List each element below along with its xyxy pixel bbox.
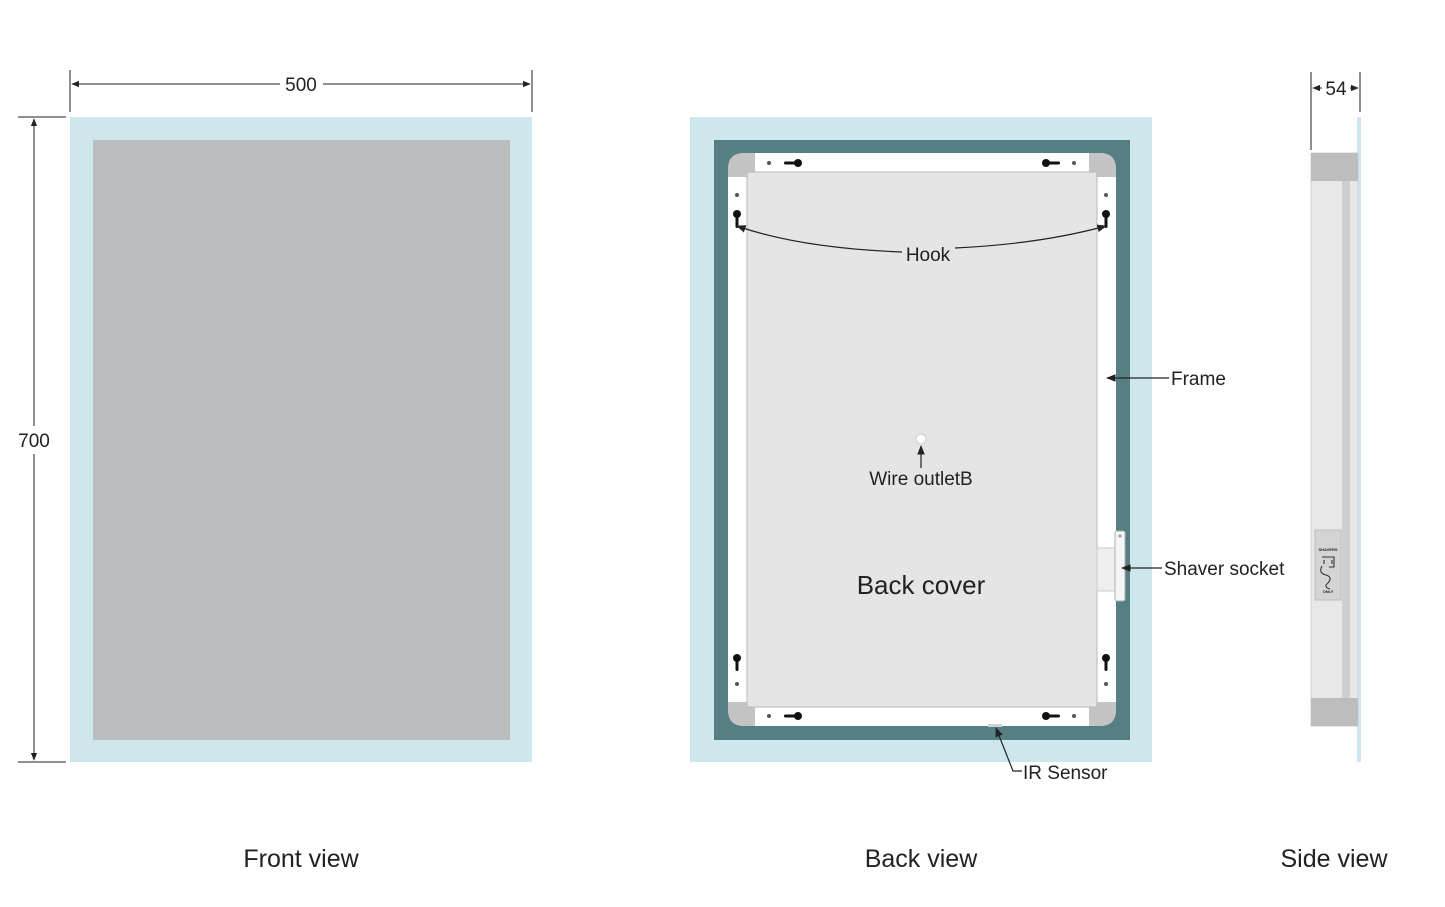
wire-outlet-label: Wire outletB (869, 469, 972, 490)
back-cover-label: Back cover (857, 570, 986, 600)
front-view: 500 700 Front view (18, 70, 533, 873)
height-value: 700 (18, 431, 50, 452)
width-dimension: 500 (69, 70, 533, 112)
side-body (1310, 152, 1359, 727)
hook-slot-top-left (784, 159, 802, 167)
hook-label: Hook (906, 245, 951, 266)
ir-sensor-label: IR Sensor (1023, 763, 1108, 784)
height-dimension: 700 (18, 116, 66, 763)
shaver-socket-body (1096, 547, 1116, 592)
wire-outlet-callout: Wire outletB (869, 433, 973, 490)
frame-label: Frame (1171, 369, 1226, 390)
side-view: SHAVERS ONLY 54 Side view (1281, 72, 1389, 873)
side-frame-edge (1342, 153, 1350, 726)
front-mirror-glass (93, 140, 510, 740)
shaver-socket-plate (1114, 530, 1126, 602)
hook-slot-left-upper (733, 210, 741, 228)
front-view-caption: Front view (243, 845, 359, 873)
socket-marking-top: SHAVERS (1318, 547, 1337, 552)
hook-slot-bottom-right (1042, 712, 1060, 720)
back-view: Hook Frame Wire outletB Back cover Shave… (690, 117, 1285, 873)
hook-slot-left-lower (733, 654, 741, 671)
depth-value: 54 (1325, 79, 1347, 100)
keyhole-hooks (733, 159, 1110, 720)
hook-slot-bottom-left (784, 712, 802, 720)
wire-outlet-hole (915, 433, 927, 445)
side-top-bracket (1311, 153, 1358, 181)
socket-marking-bottom: ONLY (1323, 589, 1334, 594)
socket-plug-icon (1320, 556, 1335, 590)
corner-brackets (728, 153, 1116, 726)
width-value: 500 (285, 75, 317, 96)
ir-sensor-window (988, 724, 1002, 727)
hook-slot-top-right (1042, 159, 1060, 167)
hook-slot-right-upper (1102, 210, 1110, 228)
side-led-strip (1357, 117, 1361, 762)
side-bottom-bracket (1311, 698, 1358, 726)
hook-callout: Hook (736, 224, 1107, 266)
screw-dots (735, 161, 1108, 718)
hook-slot-right-lower (1102, 654, 1110, 671)
side-view-caption: Side view (1281, 845, 1389, 873)
shaver-socket-callout: Shaver socket (1096, 530, 1285, 602)
ir-sensor-callout: IR Sensor (988, 724, 1108, 784)
frame-callout: Frame (1106, 369, 1226, 390)
back-view-caption: Back view (865, 845, 978, 873)
side-shaver-socket: SHAVERS ONLY (1314, 529, 1342, 601)
shaver-socket-label: Shaver socket (1164, 559, 1285, 580)
depth-dimension: 54 (1310, 72, 1361, 150)
